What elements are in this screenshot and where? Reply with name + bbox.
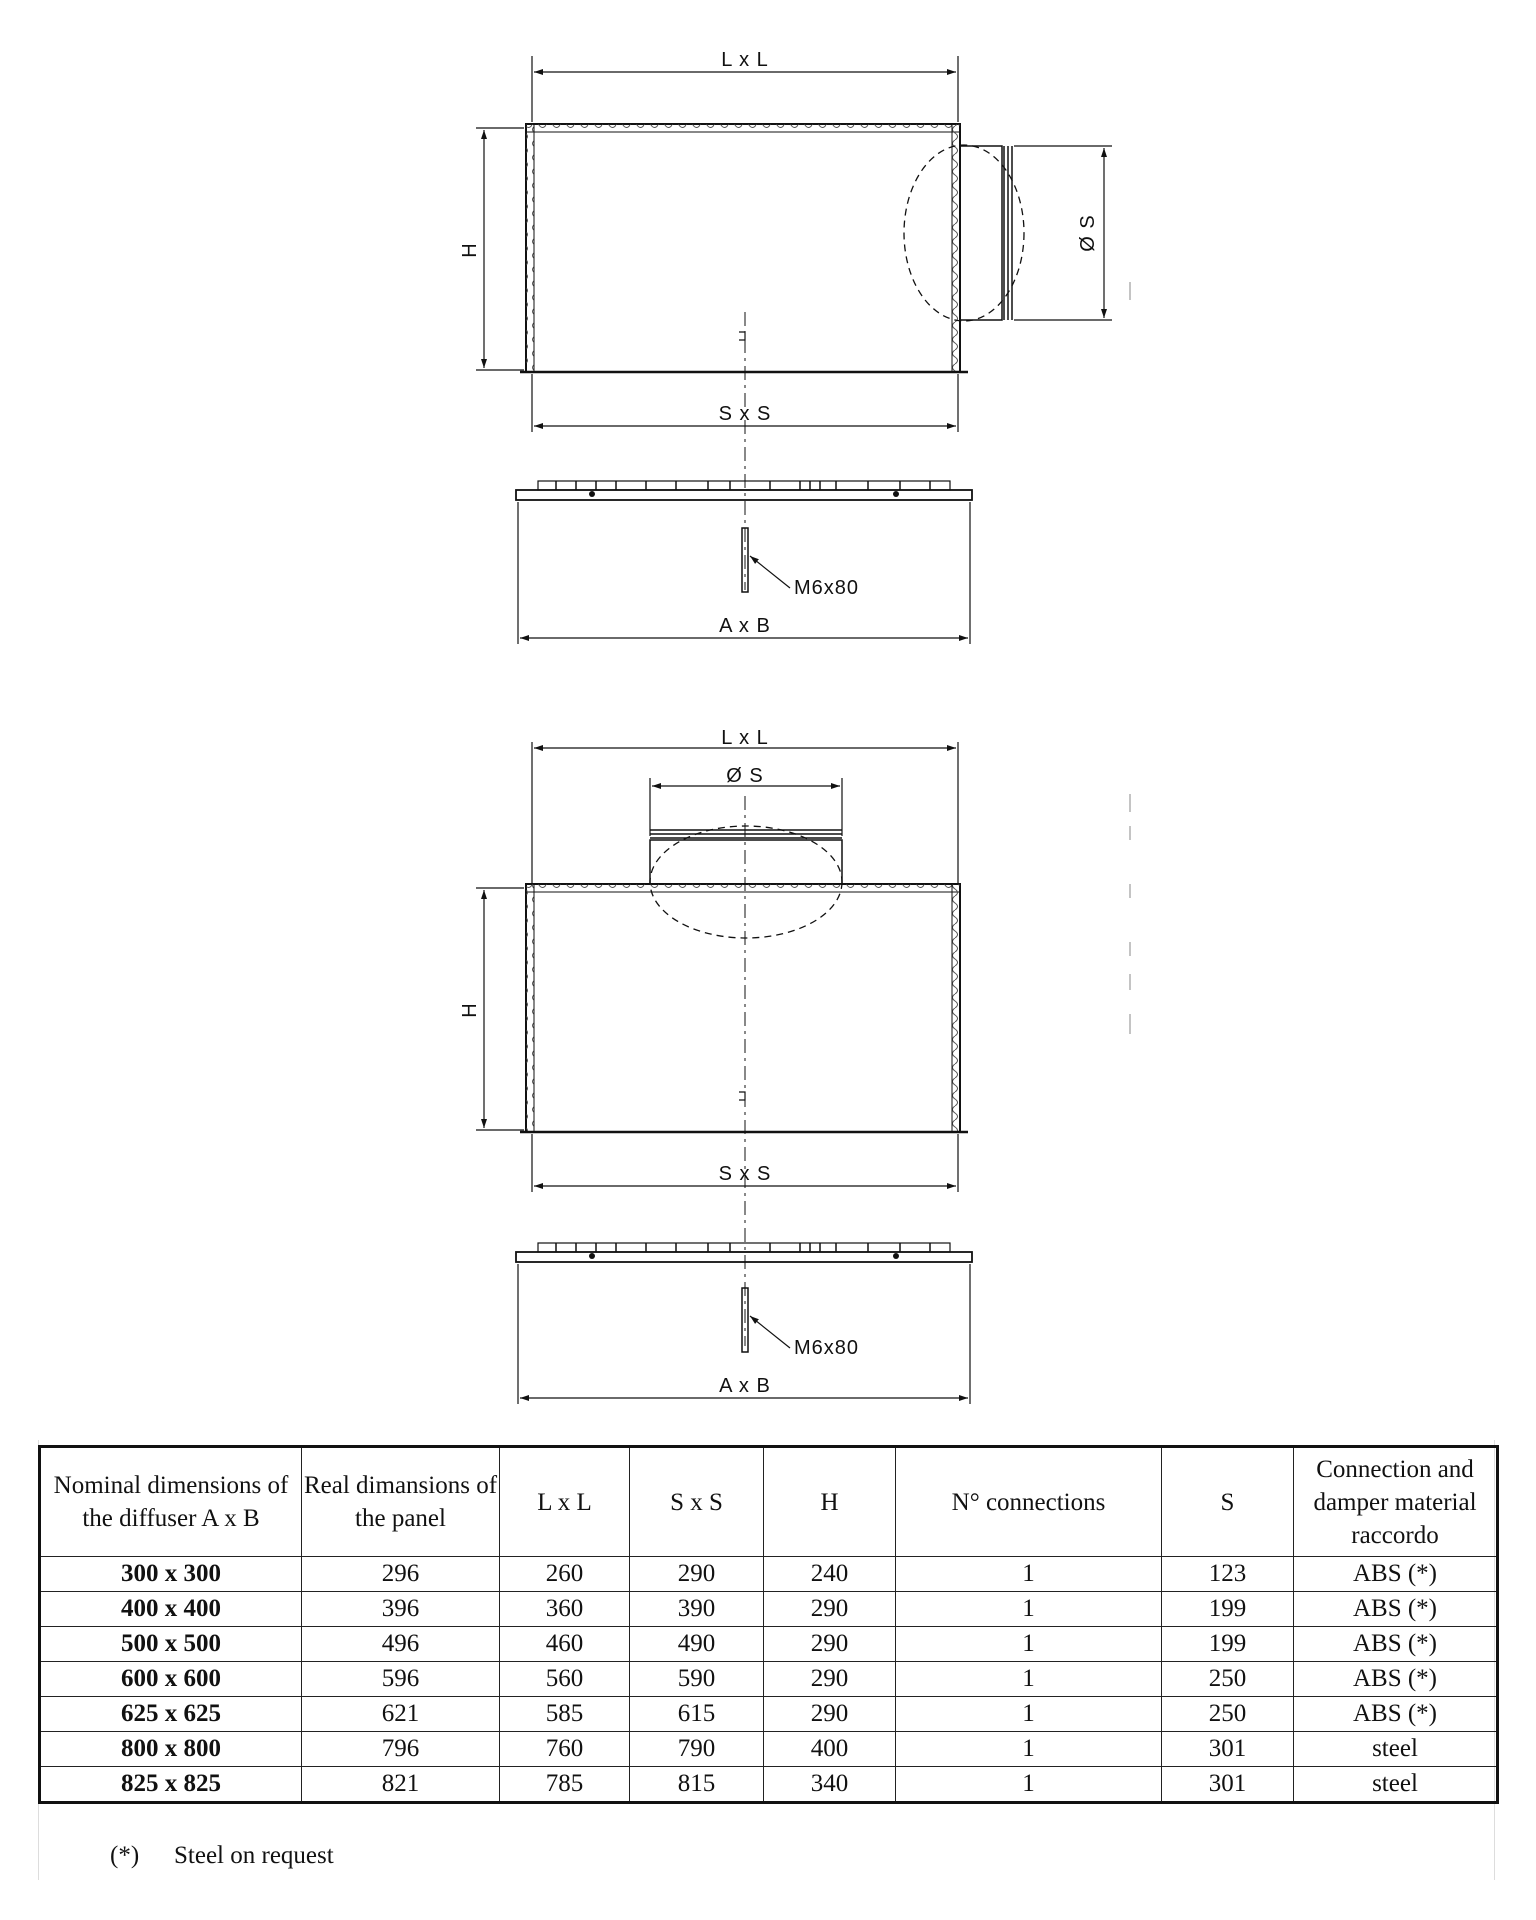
cell-h: 290 [763, 1591, 896, 1627]
cell-material: ABS (*) [1293, 1556, 1498, 1592]
top-connection-plenum-drawing: L x L Ø S H S x S [459, 727, 973, 1404]
cell-s: 301 [1161, 1731, 1294, 1767]
cell-sxs: 290 [629, 1556, 764, 1592]
bottom-sxs-label: S x S [719, 1163, 772, 1185]
cell-material: ABS (*) [1293, 1591, 1498, 1627]
bottom-h-label: H [459, 1002, 481, 1017]
cell-material: steel [1293, 1731, 1498, 1767]
cell-nominal: 400 x 400 [39, 1591, 302, 1627]
cell-sxs: 615 [629, 1696, 764, 1732]
cell-h: 240 [763, 1556, 896, 1592]
header-real-dimensions: Real dimansions of the panel [301, 1446, 500, 1557]
cell-connections: 1 [895, 1766, 1162, 1803]
bottom-axb-label: A x B [719, 1375, 771, 1397]
header-material: Connection and damper material raccordo [1293, 1446, 1498, 1557]
cell-s: 250 [1161, 1661, 1294, 1697]
header-sxs: S x S [629, 1446, 764, 1557]
cell-real: 396 [301, 1591, 500, 1627]
cell-material: ABS (*) [1293, 1696, 1498, 1732]
cell-real: 496 [301, 1626, 500, 1662]
table-row: 625 x 625 621 585 615 290 1 250 ABS (*) [39, 1696, 1498, 1732]
cell-lxl: 585 [499, 1696, 630, 1732]
table-row: 800 x 800 796 760 790 400 1 301 steel [39, 1731, 1498, 1767]
header-nominal-dimensions: Nominal dimensions of the diffuser A x B [39, 1446, 302, 1557]
cell-connections: 1 [895, 1696, 1162, 1732]
table-row: 600 x 600 596 560 590 290 1 250 ABS (*) [39, 1661, 1498, 1697]
cell-lxl: 460 [499, 1626, 630, 1662]
dimensions-table-container: Nominal dimensions of the diffuser A x B… [38, 1445, 1499, 1804]
cell-real: 296 [301, 1556, 500, 1592]
top-lxl-label: L x L [721, 49, 769, 71]
cell-sxs: 790 [629, 1731, 764, 1767]
header-h: H [763, 1446, 896, 1557]
technical-drawing: L x L H Ø S S x S [459, 49, 1131, 1404]
cell-sxs: 815 [629, 1766, 764, 1803]
side-connection-plenum-drawing: L x L H Ø S S x S [459, 49, 1112, 644]
cell-sxs: 490 [629, 1626, 764, 1662]
bottom-bolt-label: M6x80 [794, 1337, 859, 1359]
bottom-os-label: Ø S [726, 765, 763, 787]
top-os-label: Ø S [1077, 214, 1099, 251]
cell-lxl: 360 [499, 1591, 630, 1627]
cell-connections: 1 [895, 1626, 1162, 1662]
table-row: 500 x 500 496 460 490 290 1 199 ABS (*) [39, 1626, 1498, 1662]
cell-nominal: 825 x 825 [39, 1766, 302, 1803]
cell-connections: 1 [895, 1731, 1162, 1767]
cell-sxs: 390 [629, 1591, 764, 1627]
cell-real: 621 [301, 1696, 500, 1732]
cell-connections: 1 [895, 1661, 1162, 1697]
cell-s: 123 [1161, 1556, 1294, 1592]
table-row: 300 x 300 296 260 290 240 1 123 ABS (*) [39, 1556, 1498, 1592]
cell-s: 199 [1161, 1626, 1294, 1662]
cell-h: 290 [763, 1626, 896, 1662]
table-row: 825 x 825 821 785 815 340 1 301 steel [39, 1766, 1498, 1803]
cell-lxl: 760 [499, 1731, 630, 1767]
cell-real: 596 [301, 1661, 500, 1697]
header-s: S [1161, 1446, 1294, 1557]
header-lxl: L x L [499, 1446, 630, 1557]
top-axb-label: A x B [719, 615, 771, 637]
cell-s: 250 [1161, 1696, 1294, 1732]
cell-lxl: 785 [499, 1766, 630, 1803]
bottom-lxl-label: L x L [721, 727, 769, 749]
cell-connections: 1 [895, 1591, 1162, 1627]
cell-real: 796 [301, 1731, 500, 1767]
top-h-label: H [459, 242, 481, 257]
footnote: (*) Steel on request [110, 1842, 334, 1870]
cell-nominal: 600 x 600 [39, 1661, 302, 1697]
cell-lxl: 560 [499, 1661, 630, 1697]
cell-sxs: 590 [629, 1661, 764, 1697]
cell-s: 301 [1161, 1766, 1294, 1803]
cell-real: 821 [301, 1766, 500, 1803]
cell-h: 340 [763, 1766, 896, 1803]
table-header-row: Nominal dimensions of the diffuser A x B… [39, 1446, 1498, 1557]
cell-h: 290 [763, 1661, 896, 1697]
footnote-mark: (*) [110, 1842, 140, 1869]
header-connections: N° connections [895, 1446, 1162, 1557]
cell-material: steel [1293, 1766, 1498, 1803]
dimensions-table: Nominal dimensions of the diffuser A x B… [38, 1445, 1499, 1804]
cell-nominal: 800 x 800 [39, 1731, 302, 1767]
cell-h: 290 [763, 1696, 896, 1732]
top-sxs-label: S x S [719, 403, 772, 425]
cell-h: 400 [763, 1731, 896, 1767]
cell-nominal: 500 x 500 [39, 1626, 302, 1662]
cell-connections: 1 [895, 1556, 1162, 1592]
cell-material: ABS (*) [1293, 1626, 1498, 1662]
cell-nominal: 625 x 625 [39, 1696, 302, 1732]
table-row: 400 x 400 396 360 390 290 1 199 ABS (*) [39, 1591, 1498, 1627]
top-bolt-label: M6x80 [794, 577, 859, 599]
footnote-text: Steel on request [174, 1842, 334, 1869]
cell-s: 199 [1161, 1591, 1294, 1627]
cell-nominal: 300 x 300 [39, 1556, 302, 1592]
cell-lxl: 260 [499, 1556, 630, 1592]
cell-material: ABS (*) [1293, 1661, 1498, 1697]
